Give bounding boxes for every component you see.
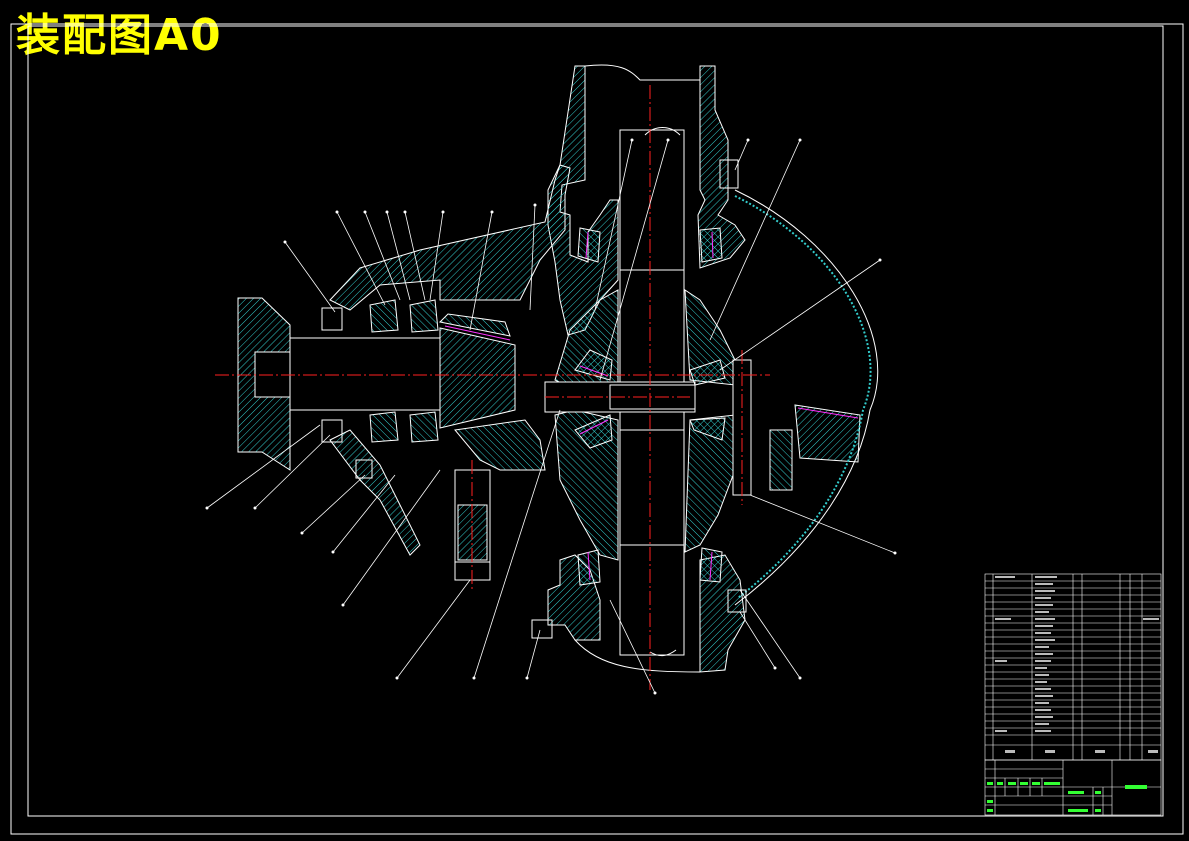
axle-housing-section [237, 64, 879, 673]
inner-frame [27, 25, 1164, 817]
parts-list-entries [995, 576, 1159, 753]
callout-leaders [206, 139, 896, 694]
title-block-entries [987, 782, 1147, 812]
centerlines [215, 85, 770, 690]
callout-dots [205, 138, 897, 695]
parts-list-table [984, 573, 1162, 761]
outer-frame [10, 23, 1184, 835]
drawing-title: 装配图A0 [16, 10, 223, 61]
